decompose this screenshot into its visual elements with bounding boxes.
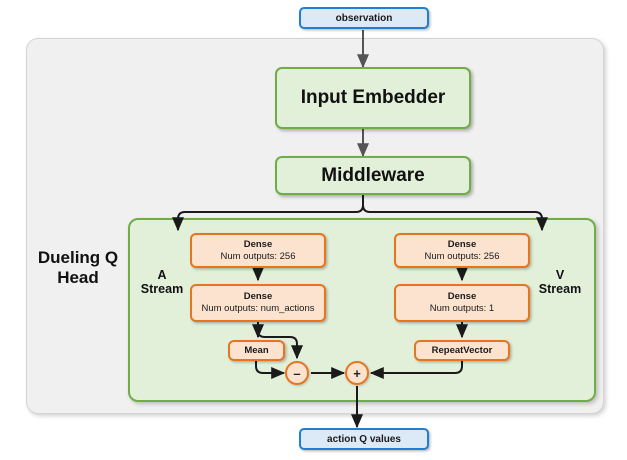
subtract-operator-symbol: – (293, 365, 301, 381)
a-stream-label-line2: Stream (140, 282, 184, 297)
a-stream-dense-256-node[interactable]: Dense Num outputs: 256 (190, 233, 326, 268)
repeat-vector-node[interactable]: RepeatVector (414, 340, 510, 361)
dueling-q-head-label: Dueling Q Head (30, 248, 126, 287)
action-q-values-node[interactable]: action Q values (299, 428, 429, 450)
input-embedder-label: Input Embedder (300, 87, 446, 108)
middleware-node[interactable]: Middleware (275, 156, 471, 195)
dueling-q-head-label-line2: Head (57, 267, 99, 287)
v-stream-dense-1-type: Dense (447, 291, 477, 303)
a-stream-dense-numactions-node[interactable]: Dense Num outputs: num_actions (190, 284, 326, 322)
v-stream-dense-1-node[interactable]: Dense Num outputs: 1 (394, 284, 530, 322)
subtract-operator-node[interactable]: – (285, 361, 309, 385)
v-stream-dense-1-detail: Num outputs: 1 (429, 303, 495, 314)
observation-node[interactable]: observation (299, 7, 429, 29)
action-q-values-label: action Q values (327, 433, 401, 445)
v-stream-label: V Stream (534, 268, 586, 297)
v-stream-dense-256-type: Dense (447, 238, 477, 250)
add-operator-node[interactable]: + (345, 361, 369, 385)
repeat-vector-label: RepeatVector (431, 344, 493, 356)
v-stream-label-line2: Stream (538, 282, 582, 297)
middleware-label: Middleware (321, 164, 425, 186)
dueling-q-head-label-line1: Dueling Q (37, 248, 119, 267)
a-stream-label: A Stream (136, 268, 188, 297)
v-stream-dense-256-node[interactable]: Dense Num outputs: 256 (394, 233, 530, 268)
a-stream-dense-256-detail: Num outputs: 256 (220, 250, 296, 262)
a-stream-dense-numactions-detail: Num outputs: num_actions (201, 303, 315, 314)
add-operator-symbol: + (353, 365, 361, 381)
v-stream-dense-256-detail: Num outputs: 256 (424, 250, 500, 262)
input-embedder-node[interactable]: Input Embedder (275, 67, 471, 129)
mean-node[interactable]: Mean (228, 340, 285, 361)
observation-label: observation (335, 12, 393, 24)
a-stream-dense-numactions-type: Dense (243, 291, 273, 303)
mean-label: Mean (244, 344, 269, 356)
v-stream-label-line1: V (555, 268, 565, 282)
a-stream-dense-256-type: Dense (243, 238, 273, 250)
a-stream-label-line1: A (157, 268, 167, 282)
